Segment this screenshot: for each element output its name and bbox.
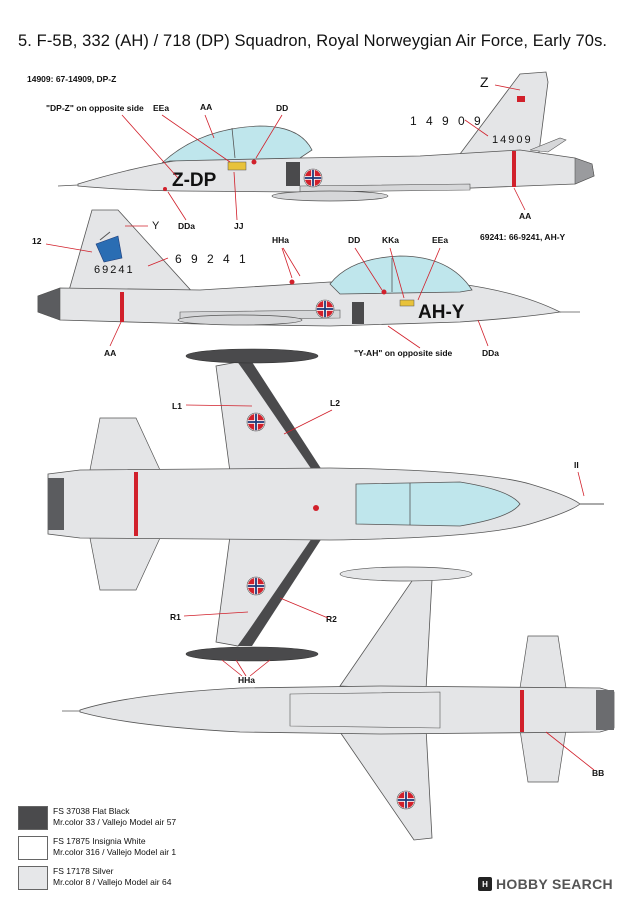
aircraft2-intake <box>352 302 364 324</box>
aircraft2-red-band <box>120 292 124 322</box>
aircraft1-red-band <box>512 151 516 187</box>
aircraft2-callout-eea: EEa <box>432 235 448 245</box>
legend-label-silver: FS 17178 Silver Mr.color 8 / Vallejo Mod… <box>53 866 172 887</box>
bottom-view: BB <box>62 566 615 841</box>
aircraft2-tail-letter: Y <box>152 220 160 232</box>
aircraft2-callout-dda: DDa <box>482 348 499 358</box>
aircraft1-callout-aa-top: AA <box>200 102 212 112</box>
hobby-search-name: HOBBY SEARCH <box>496 876 613 892</box>
aircraft2-side-view: AH-Y 6 9 2 4 1 69241 Y 12 HHa DD KKa EEa… <box>32 209 580 358</box>
legend-swatch-flat-black <box>18 806 48 830</box>
aircraft2-callout-12: 12 <box>32 236 42 246</box>
aircraft1-code: Z-DP <box>172 170 217 191</box>
hobby-search-logo-icon: H <box>478 877 492 891</box>
aircraft1-tail-serial: 14909 <box>492 134 533 146</box>
aircraft2-callout-aa: AA <box>104 348 116 358</box>
page-title: 5. F-5B, 332 (AH) / 718 (DP) Squadron, R… <box>18 32 608 50</box>
aircraft1-tail-letter: Z <box>480 74 489 90</box>
top-view: L1 L2 II R1 R2 HHa <box>47 348 604 685</box>
top-view-callout-r2: R2 <box>326 614 337 624</box>
aircraft1-canopy <box>161 125 313 164</box>
top-view-callout-hha: HHa <box>238 675 255 685</box>
aircraft1-fuselage-serial: 1 4 9 0 9 <box>410 114 484 128</box>
top-view-callout-r1: R1 <box>170 612 181 622</box>
aircraft2-canopy <box>329 255 473 295</box>
aircraft1-exhaust <box>574 157 595 185</box>
aircraft2-code: AH-Y <box>418 302 465 323</box>
aircraft2-callout-dd: DD <box>348 235 360 245</box>
bottom-view-callout-bb: BB <box>592 768 604 778</box>
aircraft1-caption: 14909: 67-14909, DP-Z <box>27 74 117 84</box>
aircraft2-exhaust <box>37 287 61 321</box>
top-view-callout-ii: II <box>574 460 579 470</box>
top-view-callout-l1: L1 <box>172 401 182 411</box>
aircraft2-callout-kka: KKa <box>382 235 399 245</box>
top-view-callout-l2: L2 <box>330 398 340 408</box>
aircraft1-callout-aa-bottom: AA <box>519 211 531 221</box>
bottom-view-wing-upper <box>339 577 433 691</box>
aircraft1-callout-dd: DD <box>276 103 288 113</box>
aircraft1-callout-dda: DDa <box>178 221 195 231</box>
legend-label-insignia-white: FS 17875 Insignia White Mr.color 316 / V… <box>53 836 177 857</box>
aircraft1-intake <box>286 162 300 186</box>
legend-swatch-silver <box>18 866 48 890</box>
aircraft1-side-view: Z-DP 1 4 9 0 9 14909 Z "DP-Z" on opposit… <box>46 71 595 231</box>
aircraft2-callout-hha: HHa <box>272 235 289 245</box>
aircraft2-callout-opposite: "Y-AH" on opposite side <box>354 348 453 358</box>
bottom-view-wing-lower <box>339 727 433 841</box>
legend-label-flat-black: FS 37038 Flat Black Mr.color 33 / Vallej… <box>53 806 177 827</box>
aircraft1-callout-eea: EEa <box>153 103 169 113</box>
aircraft2-caption: 69241: 66-9241, AH-Y <box>480 232 566 242</box>
hobby-search-watermark: H HOBBY SEARCH <box>478 876 613 892</box>
aircraft2-tail-serial: 69241 <box>94 264 135 276</box>
aircraft2-fuselage-serial: 6 9 2 4 1 <box>175 252 249 266</box>
top-view-canopy <box>355 481 521 527</box>
aircraft1-callout-opposite: "DP-Z" on opposite side <box>46 103 144 113</box>
aircraft1-callout-jj: JJ <box>234 221 244 231</box>
legend-swatch-insignia-white <box>18 836 48 860</box>
